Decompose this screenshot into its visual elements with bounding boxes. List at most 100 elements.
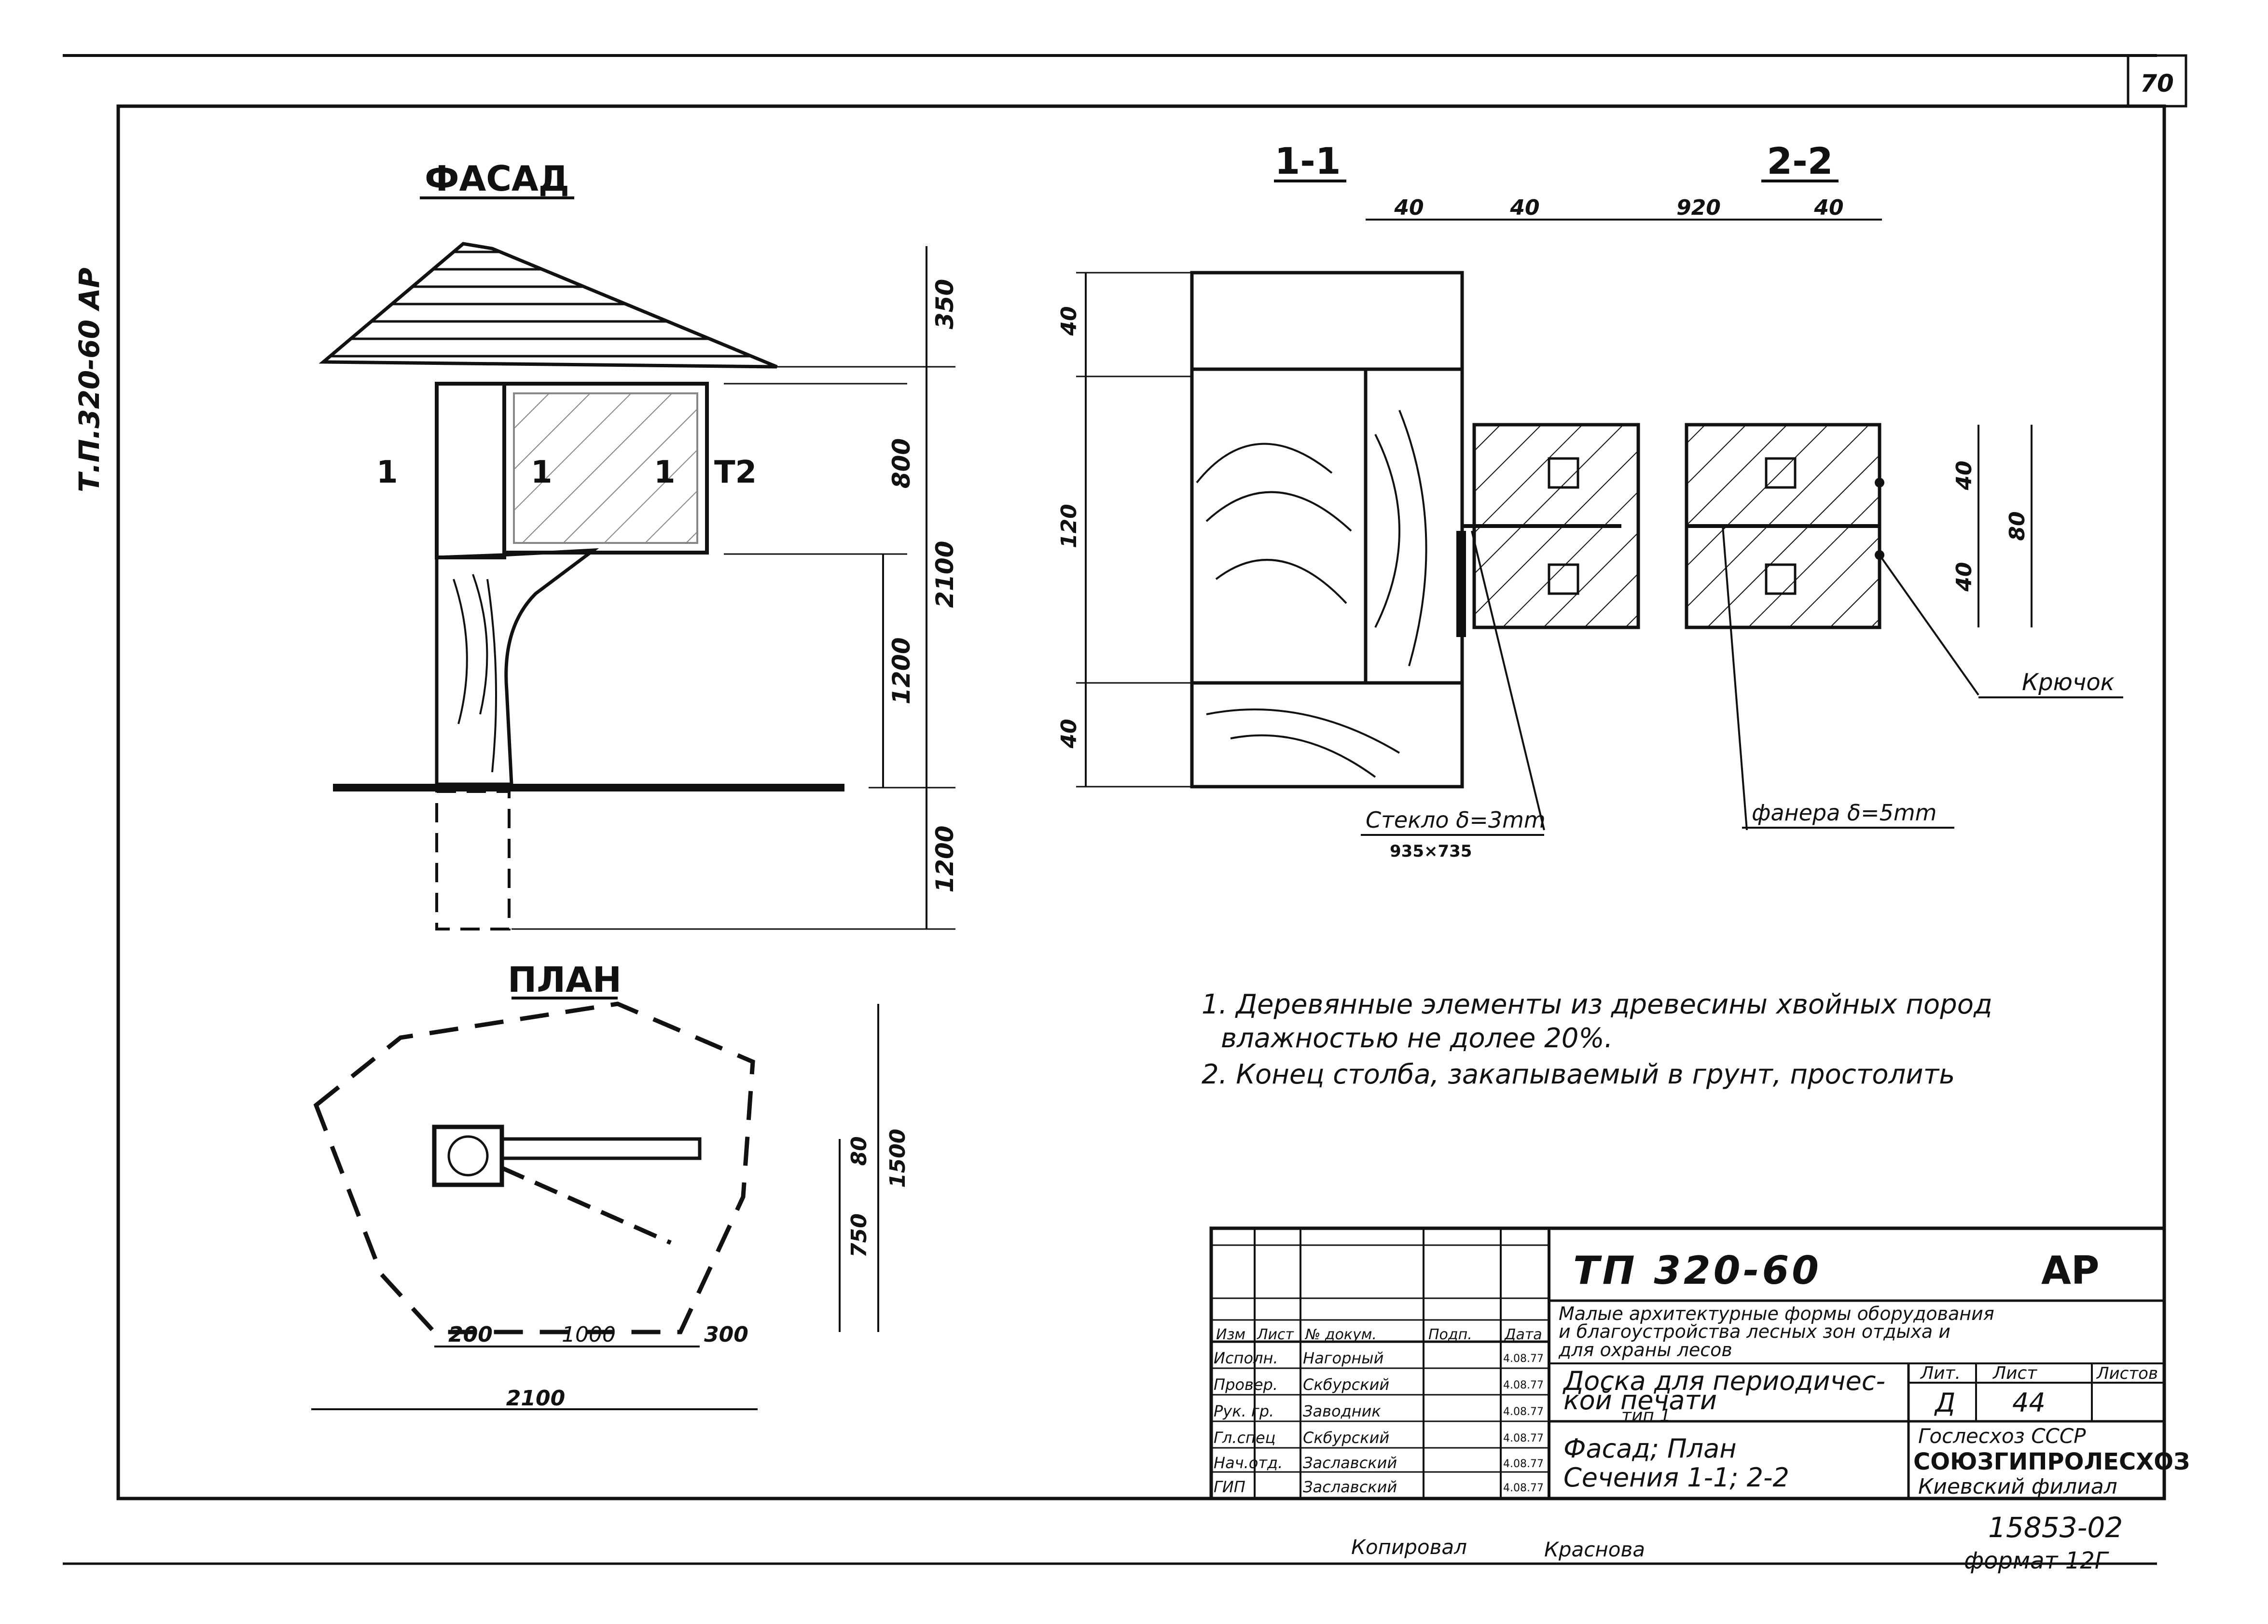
role-1: Исполн.	[1214, 1349, 1278, 1367]
plan-board	[500, 1137, 702, 1160]
date-3: 4.08.77	[1503, 1406, 1544, 1418]
buried-post	[435, 790, 511, 930]
title-block: Изм Лист № докум. Подп. Дата Исполн. Наг…	[1209, 1226, 2190, 1500]
s11-dim-top-a: 40	[1394, 195, 1424, 220]
plan-dim-2100: 2100	[506, 1386, 565, 1411]
board-post-frame	[435, 382, 506, 559]
section-2-2: 2-2 920 40 40 40 80 Крючок фанера δ=5mm	[1592, 139, 2123, 831]
facade-view: ФАСАД 1 1 1 Т2 350 800 2100 1200 1200	[318, 158, 959, 930]
notes: 1. Деревянные элементы из древесины хвой…	[1202, 989, 1992, 1090]
facade-mark-left: 1	[376, 455, 398, 490]
col-doc: № докум.	[1304, 1326, 1377, 1343]
tb-item-title-3: тип 1	[1621, 1406, 1671, 1426]
plan-dim-300: 300	[704, 1322, 748, 1347]
plan-dim-1500: 1500	[885, 1129, 910, 1188]
plywood-label: фанера δ=5mm	[1752, 800, 1936, 826]
tb-head-sheet: Лист	[1992, 1363, 2037, 1383]
side-code: Т.П.320-60 АР	[73, 267, 106, 492]
footer: Копировал Краснова 15853-02 формат 12Г	[1351, 1511, 2123, 1574]
tb-project-2: и благоустройства лесных зон отдыха и	[1559, 1321, 1950, 1342]
sheet-number-box	[2127, 54, 2187, 108]
s22-dim-40: 40	[1813, 195, 1843, 220]
plan-title: ПЛАН	[508, 959, 622, 1000]
plan-dim-750: 750	[847, 1213, 871, 1258]
plan-dim-80: 80	[847, 1136, 871, 1166]
top-rail	[1190, 271, 1464, 371]
section-1-1-title: 1-1	[1274, 139, 1341, 182]
facade-mark-right: 1	[654, 455, 676, 490]
roof	[318, 242, 778, 369]
facade-dim-roof: 350	[931, 279, 959, 329]
col-sign: Подп.	[1428, 1326, 1472, 1343]
note-1-cont: влажностью не долее 20%.	[1221, 1023, 1613, 1054]
section-2-2-title: 2-2	[1767, 139, 1833, 182]
hinge	[1456, 531, 1466, 637]
tb-sheet-content-1: Фасад; План	[1563, 1433, 1737, 1464]
facade-dim-post: 1200	[887, 637, 915, 704]
name-3: Заводник	[1303, 1402, 1381, 1420]
s11-dim-top-b: 40	[1509, 195, 1539, 220]
tb-head-sheets: Листов	[2096, 1364, 2158, 1383]
role-3: Рук. гр.	[1214, 1402, 1274, 1420]
frame-section	[1364, 367, 1464, 685]
tb-code: ТП 320-60	[1573, 1248, 1822, 1293]
tb-sheet-value: 44	[2012, 1388, 2046, 1418]
name-4: Скбурский	[1303, 1429, 1389, 1447]
facade-title: ФАСАД	[425, 158, 569, 199]
glass-size: 935×735	[1390, 842, 1472, 861]
s22-dim-right-total: 80	[2005, 511, 2030, 541]
tb-org-1: Гослесхоз СССР	[1918, 1424, 2086, 1448]
name-2: Скбурский	[1303, 1375, 1389, 1394]
note-1: 1. Деревянные элементы из древесины хвой…	[1202, 989, 1992, 1020]
tb-project-1: Малые архитектурные формы оборудования	[1559, 1303, 1994, 1324]
facade-dim-buried: 1200	[931, 825, 959, 892]
inventory-number: 15853-02	[1988, 1511, 2123, 1544]
col-date: Дата	[1504, 1326, 1542, 1343]
facade-mark-t2: Т2	[714, 455, 757, 490]
format-label: формат 12Г	[1964, 1547, 2109, 1574]
col-list: Лист	[1257, 1326, 1295, 1343]
roof-outline-dashed	[313, 1001, 755, 1334]
tb-project-3: для охраны лесов	[1558, 1339, 1732, 1360]
notice-board	[502, 382, 709, 555]
name-1: Нагорный	[1303, 1349, 1383, 1367]
note-2: 2. Конец столба, закапываемый в грунт, п…	[1202, 1059, 1955, 1090]
role-2: Провер.	[1214, 1375, 1278, 1394]
section-1-1: 1-1 40 40 40 120 40 Стекло δ=3mm 935×735	[1057, 139, 1640, 861]
role-5: Нач.отд.	[1214, 1454, 1283, 1472]
facade-dim-total: 2100	[931, 541, 959, 608]
date-5: 4.08.77	[1503, 1458, 1544, 1470]
facade-dim-board: 800	[887, 438, 915, 488]
tb-org-2: СОЮЗГИПРОЛЕСХОЗ	[1913, 1448, 2190, 1475]
s11-dim-left-mid: 120	[1057, 504, 1081, 548]
hook-label: Крючок	[2022, 669, 2115, 696]
copied-name: Краснова	[1544, 1538, 1645, 1561]
post-section	[1190, 367, 1368, 685]
post-trunk	[435, 548, 599, 786]
s11-dim-left-bot: 40	[1057, 719, 1081, 749]
bottom-rail	[1190, 681, 1464, 789]
date-2: 4.08.77	[1503, 1379, 1544, 1391]
date-6: 4.08.77	[1503, 1482, 1544, 1494]
date-1: 4.08.77	[1503, 1353, 1544, 1365]
plan-dim-1000: 1000	[562, 1322, 616, 1347]
facade-mark-center: 1	[531, 455, 553, 490]
drawing-frame	[116, 104, 2166, 1500]
role-6: ГИП	[1214, 1478, 1245, 1496]
tb-item-title-1: Доска для периодичес-	[1563, 1366, 1885, 1396]
tb-head-lit: Лит.	[1920, 1363, 1961, 1383]
s22-dim-right-bot: 40	[1952, 562, 1977, 592]
tb-lit-value: Д	[1934, 1388, 1955, 1418]
date-4: 4.08.77	[1503, 1432, 1544, 1444]
plan-view: ПЛАН 200 1000 300 2100 80 750 1500	[311, 959, 910, 1411]
glass-label: Стекло δ=3mm	[1366, 807, 1546, 833]
sheet-number: 70	[2140, 69, 2174, 97]
board-swing-path	[501, 1166, 672, 1245]
tb-org-3: Киевский филиал	[1918, 1474, 2117, 1499]
name-5: Заславский	[1303, 1454, 1397, 1472]
s22-dim-920: 920	[1676, 195, 1721, 220]
tb-item-title-2: кой печати	[1563, 1385, 1717, 1416]
plan-dim-200: 200	[448, 1322, 493, 1347]
tb-sheet-content-2: Сечения 1-1; 2-2	[1563, 1462, 1789, 1493]
